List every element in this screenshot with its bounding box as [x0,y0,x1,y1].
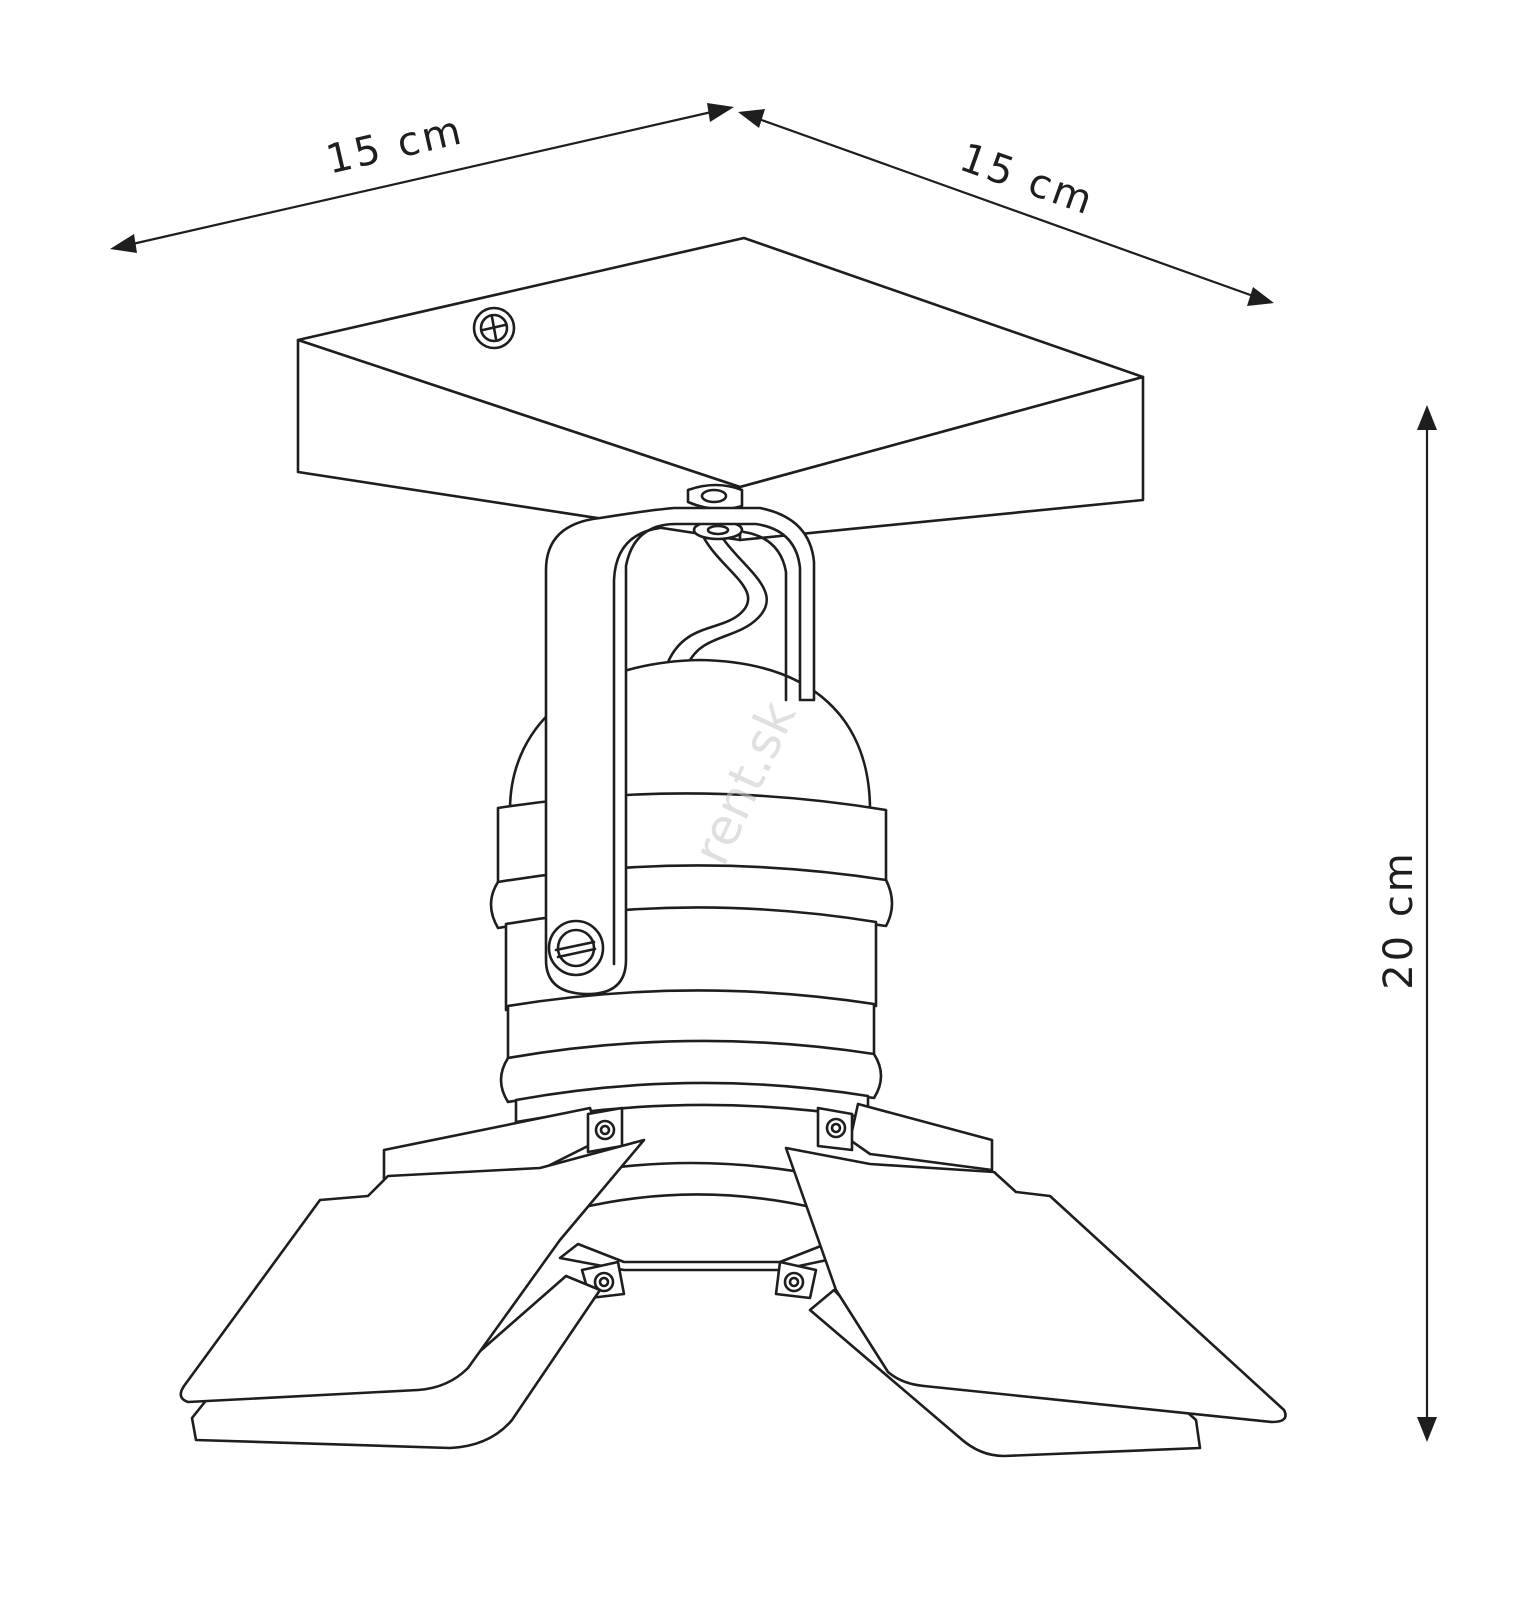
u-bracket-arm [544,506,816,996]
right-upper-flap [784,1146,1287,1424]
barn-door-flaps [179,1138,1287,1458]
height-dimension: 20 cm [1376,405,1437,1442]
depth-label: 15 cm [954,135,1101,225]
hinge-screw-icon [586,1106,624,1154]
slotted-screw-icon [547,919,605,977]
left-upper-flap [179,1138,646,1404]
hinge-screw-icon [774,1260,818,1300]
pivot-stud [686,483,744,541]
height-label: 20 cm [1376,850,1422,990]
phillips-screw-icon [472,306,516,350]
left-lower-flap [190,1274,602,1450]
mounting-plate [296,236,1145,542]
power-cable [666,536,768,666]
hinge-screw-icon [816,1106,854,1152]
right-lower-flap [808,1288,1202,1458]
width-dimension: 15 cm [110,103,734,253]
